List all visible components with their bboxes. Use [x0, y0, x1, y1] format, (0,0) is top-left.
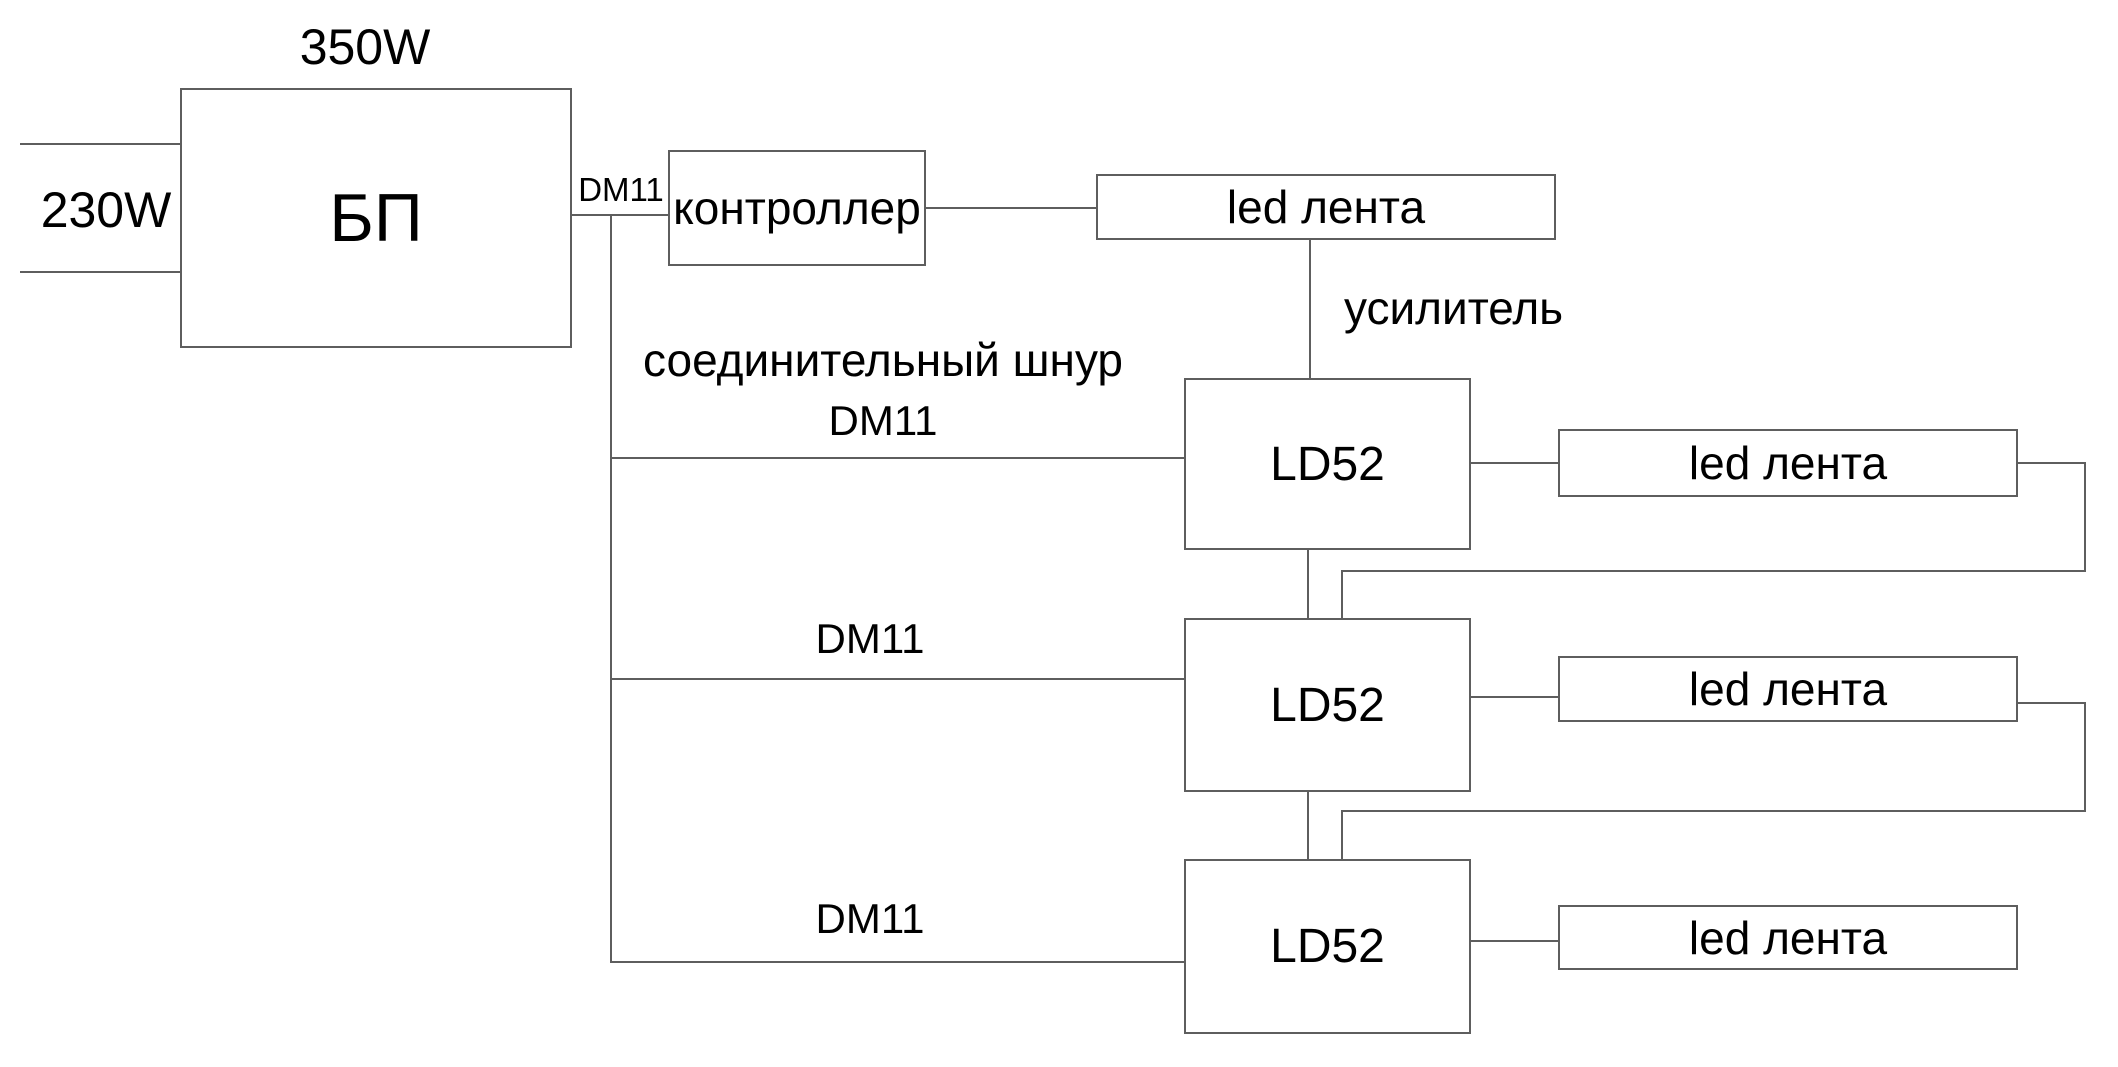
node-amp3-label: LD52 [1270, 920, 1385, 973]
node-amp3: LD52 [1184, 859, 1471, 1034]
node-strip3-label: led лента [1688, 911, 1888, 964]
node-amp2-label: LD52 [1270, 678, 1385, 732]
node-amp2: LD52 [1184, 618, 1471, 792]
node-strip-top: led лента [1096, 174, 1556, 240]
wire-amp2-strip2 [1471, 696, 1558, 698]
wire-strip1-return-top [2018, 462, 2085, 464]
node-strip2: led лента [1558, 656, 2018, 722]
label-psu-port: DM11 [578, 171, 664, 208]
node-strip3: led лента [1558, 905, 2018, 970]
wire-strip2-return-right [2084, 702, 2086, 812]
wire-strip2-return-bottom [1341, 810, 2086, 812]
wire-trunk-dm11 [610, 214, 612, 963]
label-amplifier: усилитель [1344, 282, 1564, 334]
node-amp1: LD52 [1184, 378, 1471, 550]
node-strip1: led лента [1558, 429, 2018, 497]
wire-strip2-return-top [2018, 702, 2085, 704]
wire-striptop-amp1 [1309, 240, 1311, 379]
wire-strip1-return-right [2084, 462, 2086, 572]
wire-amp1-strip1 [1471, 462, 1558, 464]
wire-mains-lower [20, 271, 180, 273]
node-strip2-label: led лента [1688, 663, 1888, 715]
wire-psu-controller [572, 214, 668, 216]
node-controller: контроллер [668, 150, 926, 266]
label-psu-rating: 350W [299, 19, 431, 75]
wire-amp1-amp2 [1307, 550, 1309, 619]
wire-amp2-amp3 [1307, 792, 1309, 861]
label-cord2-model: DM11 [815, 615, 925, 662]
wire-strip2-return-drop [1341, 810, 1343, 861]
label-cord3-model: DM11 [815, 895, 925, 942]
wire-strip1-return-drop [1341, 570, 1343, 619]
wire-branch3-dm11 [610, 961, 1184, 963]
node-strip1-label: led лента [1688, 437, 1888, 489]
wire-amp3-strip3 [1471, 940, 1558, 942]
node-psu: БП [180, 88, 572, 348]
label-cord-title: соединительный шнур [642, 334, 1124, 386]
label-mains: 230W [40, 182, 172, 238]
wire-controller-striptop [926, 207, 1096, 209]
node-controller-label: контроллер [673, 182, 921, 234]
wire-branch1-dm11 [610, 457, 1184, 459]
node-amp1-label: LD52 [1270, 437, 1385, 491]
node-psu-label: БП [329, 180, 423, 256]
wire-branch2-dm11 [610, 678, 1184, 680]
wire-strip1-return-bottom [1341, 570, 2086, 572]
node-strip-top-label: led лента [1226, 181, 1426, 233]
label-cord-model: DM11 [828, 397, 938, 444]
wire-mains-upper [20, 143, 180, 145]
